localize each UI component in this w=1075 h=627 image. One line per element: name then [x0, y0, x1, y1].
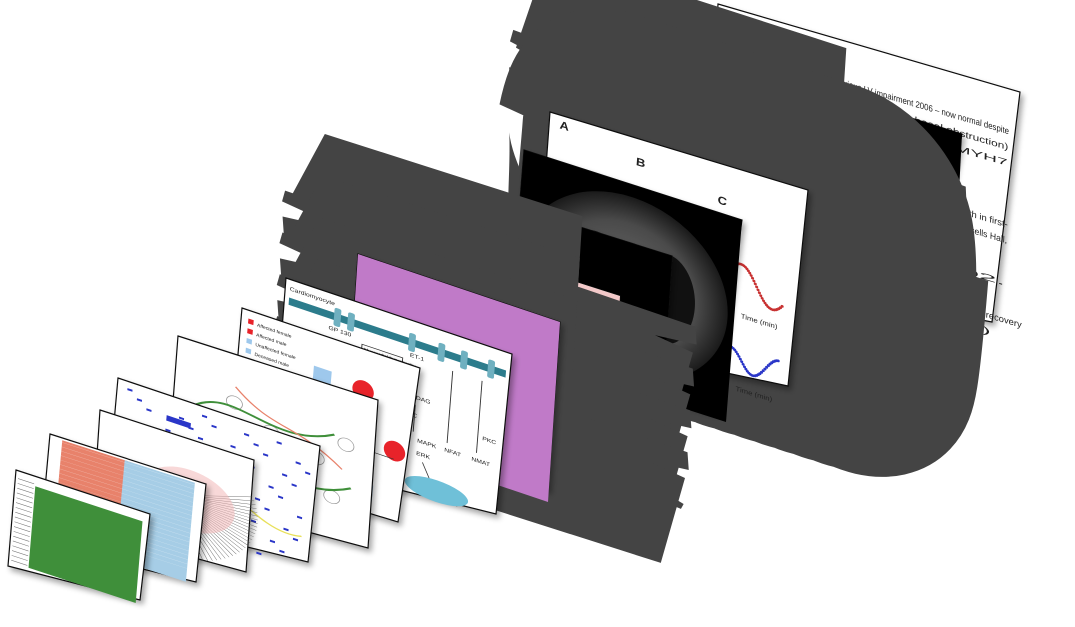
legend-swatch: [247, 318, 254, 326]
pathway-node: [250, 519, 257, 524]
pathway-node: [268, 485, 274, 490]
plot-point: [734, 350, 738, 354]
legend-swatch: [247, 328, 253, 335]
legend-swatch: [246, 337, 253, 345]
plot-point: [748, 271, 752, 275]
genomic-alignment: [28, 486, 143, 604]
pathway-node: [279, 549, 285, 554]
pathway-node: [283, 527, 289, 532]
pathway-node: [136, 398, 143, 402]
plot-point: [752, 279, 756, 283]
plot-point: [776, 359, 780, 363]
receptor-icon: [460, 350, 468, 370]
pathway-node: [197, 436, 204, 441]
panel-label: A: [559, 118, 569, 133]
plot-point: [762, 299, 766, 303]
plot-point: [757, 291, 761, 295]
pathway-node: [292, 537, 299, 542]
pathway-node: [291, 483, 297, 488]
pathway-node: [263, 453, 269, 457]
pathway-label: PKC: [482, 436, 497, 447]
plot-point: [735, 352, 740, 356]
plot-point: [749, 274, 753, 277]
pathway-node: [256, 551, 262, 556]
plot-point: [765, 365, 769, 369]
pathway-arrow: [412, 404, 416, 432]
plot-point: [763, 367, 767, 371]
network-node: [337, 437, 355, 452]
pedigree-female-affected: [383, 440, 406, 462]
plot-point: [750, 276, 755, 280]
plot-point: [738, 357, 742, 361]
pathway-node: [269, 539, 276, 544]
receptor-icon: [437, 342, 446, 362]
plot-point: [740, 360, 744, 364]
pathway-node: [165, 428, 171, 433]
cell-membrane: [288, 297, 507, 378]
pathway-label: ET-1: [410, 352, 425, 363]
plot-point: [780, 304, 784, 308]
receptor-icon: [487, 359, 496, 379]
plot-point: [760, 296, 764, 300]
plot-point: [737, 355, 741, 358]
pathway-node: [281, 473, 288, 478]
pathway-node: [264, 507, 270, 512]
pathway-arrow: [446, 370, 454, 444]
pathway-label: DAG: [416, 395, 431, 406]
plot-point: [759, 294, 763, 298]
nucleus-shape: [404, 475, 469, 507]
panel-label: C: [717, 193, 727, 208]
pathway-node: [276, 441, 282, 445]
pathway-node: [211, 424, 217, 429]
plot-point: [746, 269, 750, 273]
plot-point: [742, 365, 747, 369]
pathway-node: [277, 495, 284, 500]
pathway-label: NFAT: [444, 447, 461, 459]
plot-point: [741, 362, 745, 366]
pathway-node: [243, 432, 250, 437]
receptor-icon: [333, 307, 342, 327]
receptor-icon: [347, 312, 355, 332]
plot-point: [759, 370, 764, 374]
pathway-node: [305, 471, 311, 476]
layer-genomic-table: [7, 469, 151, 604]
legend-swatch: [245, 347, 252, 355]
panel-label: B: [636, 155, 646, 170]
pathway-node: [178, 416, 185, 421]
pathway-node: [254, 497, 261, 502]
pathway-node: [146, 408, 152, 413]
pathway-node: [295, 461, 301, 466]
pathway-arrow: [476, 380, 483, 454]
plot-point: [756, 288, 760, 292]
pathway-node: [230, 444, 236, 449]
pathway-node: [296, 515, 303, 520]
pathway-node: [253, 443, 259, 447]
pathway-node: [201, 414, 208, 419]
plot-point: [755, 285, 759, 289]
plot-point: [761, 369, 765, 373]
receptor-icon: [408, 333, 416, 353]
pathway-node: [127, 388, 133, 392]
plot-point: [753, 282, 757, 286]
pathway-label: ERK: [416, 450, 431, 461]
